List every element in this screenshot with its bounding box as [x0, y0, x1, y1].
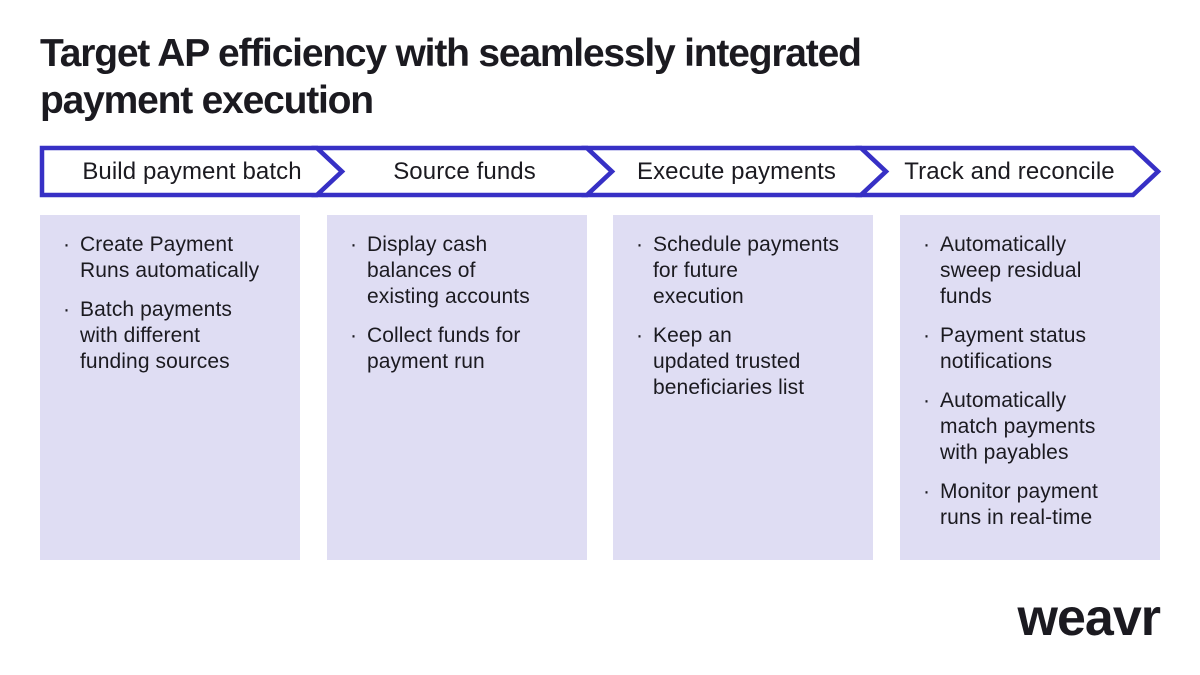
bullet-dot-icon: ·: [923, 389, 930, 412]
bullet-dot-icon: ·: [923, 324, 930, 347]
weavr-logo: weavr: [1017, 589, 1161, 647]
bullet-text: Batch payments with different funding so…: [80, 298, 232, 373]
bullet-item: · Display cash balances of existing accou…: [340, 232, 575, 310]
bullet-item: · Keep an updated trusted beneficiaries l…: [626, 323, 861, 401]
stage-panel-source-funds: · Display cash balances of existing accou…: [327, 215, 587, 560]
bullet-item: · Payment status notifications: [913, 323, 1148, 375]
bullet-item: · Automatically sweep residual funds: [913, 232, 1148, 310]
bullet-text: Collect funds for payment run: [367, 324, 521, 373]
bullet-dot-icon: ·: [636, 324, 643, 347]
bullet-dot-icon: ·: [350, 324, 357, 347]
bullet-item: · Batch payments with different funding s…: [53, 297, 288, 375]
chevron-step-shape-4: [855, 145, 1162, 198]
bullet-dot-icon: ·: [63, 233, 70, 256]
bullet-text: Display cash balances of existing accoun…: [367, 233, 530, 308]
bullet-dot-icon: ·: [923, 233, 930, 256]
bullet-item: · Collect funds for payment run: [340, 323, 575, 375]
stage-panel-track-and-reconcile: · Automatically sweep residual funds · Paym…: [900, 215, 1160, 560]
bullet-text: Automatically match payments with payabl…: [940, 389, 1096, 464]
bullet-text: Payment status notifications: [940, 324, 1087, 373]
process-step-label-execute-payments: Execute payments: [636, 157, 837, 185]
bullet-item: · Create Payment Runs automatically: [53, 232, 288, 284]
bullet-item: · Schedule payments for future execution: [626, 232, 861, 310]
bullet-dot-icon: ·: [63, 298, 70, 321]
bullet-text: Monitor payment runs in real-time: [940, 480, 1098, 529]
bullet-text: Keep an updated trusted beneficiaries li…: [653, 324, 805, 399]
page-title: Target AP efficiency with seamlessly int…: [40, 32, 862, 122]
bullet-text: Automatically sweep residual funds: [940, 233, 1082, 308]
stage-panel-build-payment-batch: · Create Payment Runs automatically · Batch…: [40, 215, 300, 560]
process-step-label-build-payment-batch: Build payment batch: [82, 157, 302, 185]
stage-panel-execute-payments: ·Schedule payments for future execution·…: [613, 215, 873, 560]
process-step-label-track-and-reconcile: Track and reconcile: [904, 157, 1115, 185]
bullet-dot-icon: ·: [350, 233, 357, 256]
bullet-dot-icon: ·: [923, 480, 930, 503]
bullet-item: · Automatically match payments with payab…: [913, 388, 1148, 466]
bullet-text: Create Payment Runs automatically: [80, 233, 260, 282]
bullet-dot-icon: ·: [636, 233, 643, 256]
process-step-label-source-funds: Source funds: [393, 157, 536, 185]
bullet-item: · Monitor payment runs in real-time: [913, 479, 1148, 531]
bullet-text: Schedule payments for future execution: [653, 233, 840, 308]
